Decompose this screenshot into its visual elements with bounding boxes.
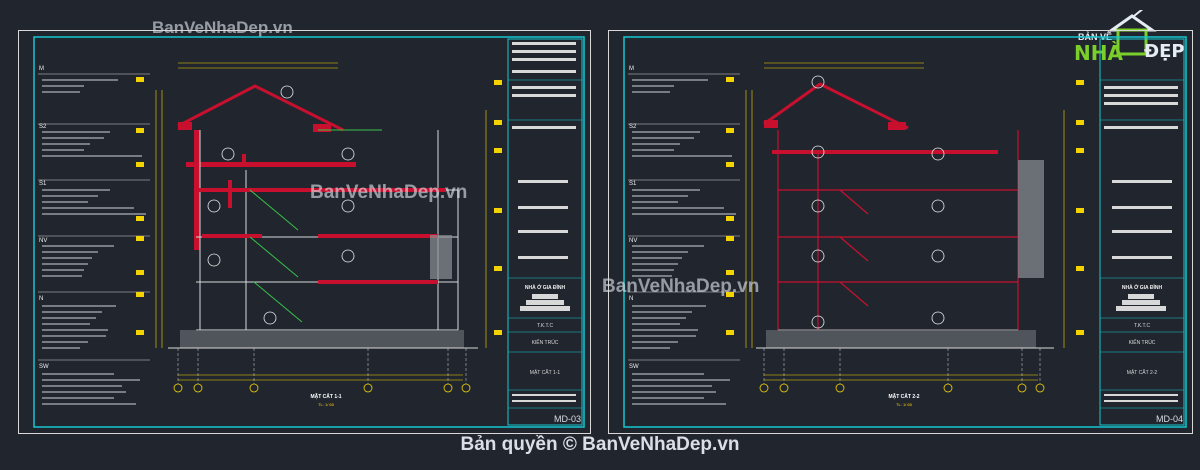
svg-text:S1: S1 <box>629 181 637 187</box>
copyright-footer: Bản quyền © BanVeNhaDep.vn <box>460 434 740 455</box>
logo-brand-left: NHÀ <box>1074 41 1123 65</box>
svg-text:S1: S1 <box>39 181 47 187</box>
title-block-sheet-name: MẶT CẮT 2-2 <box>1126 370 1158 376</box>
svg-text:NV: NV <box>629 238 637 244</box>
section-scale: TL: 1/ 65 <box>896 402 912 407</box>
title-block-discipline: KIẾN TRÚC <box>531 340 559 346</box>
svg-text:M: M <box>629 66 634 72</box>
section-scale: TL: 1/ 65 <box>318 402 334 407</box>
title-block-sheet-name: MẶT CẮT 1-1 <box>529 370 561 376</box>
title-block-designer: T.K.T.C <box>1133 323 1151 329</box>
svg-text:N: N <box>39 296 43 302</box>
watermark-middle-2: BanVeNhaDep.vn <box>602 276 760 297</box>
svg-text:S2: S2 <box>629 124 637 130</box>
section-title: MẶT CẮT 2-2 <box>888 394 920 400</box>
watermark-middle-1: BanVeNhaDep.vn <box>310 182 468 203</box>
section-title: MẶT CẮT 1-1 <box>310 394 342 400</box>
sheet-number: MD-04 <box>1156 414 1184 424</box>
watermark-top: BanVeNhaDep.vn <box>152 18 293 37</box>
sheet-number: MD-03 <box>554 414 582 424</box>
svg-text:SW: SW <box>39 364 49 370</box>
svg-text:S2: S2 <box>39 124 47 130</box>
title-block-owner: NHÀ Ở GIA ĐÌNH <box>1121 285 1163 291</box>
title-block-owner: NHÀ Ở GIA ĐÌNH <box>524 285 566 291</box>
title-block-designer: T.K.T.C <box>536 323 554 329</box>
svg-text:M: M <box>39 66 44 72</box>
svg-text:N: N <box>629 296 633 302</box>
svg-text:SW: SW <box>629 364 639 370</box>
logo-brand-right: ĐẸP <box>1144 41 1185 62</box>
svg-text:NV: NV <box>39 238 47 244</box>
title-block-discipline: KIẾN TRÚC <box>1128 340 1156 346</box>
